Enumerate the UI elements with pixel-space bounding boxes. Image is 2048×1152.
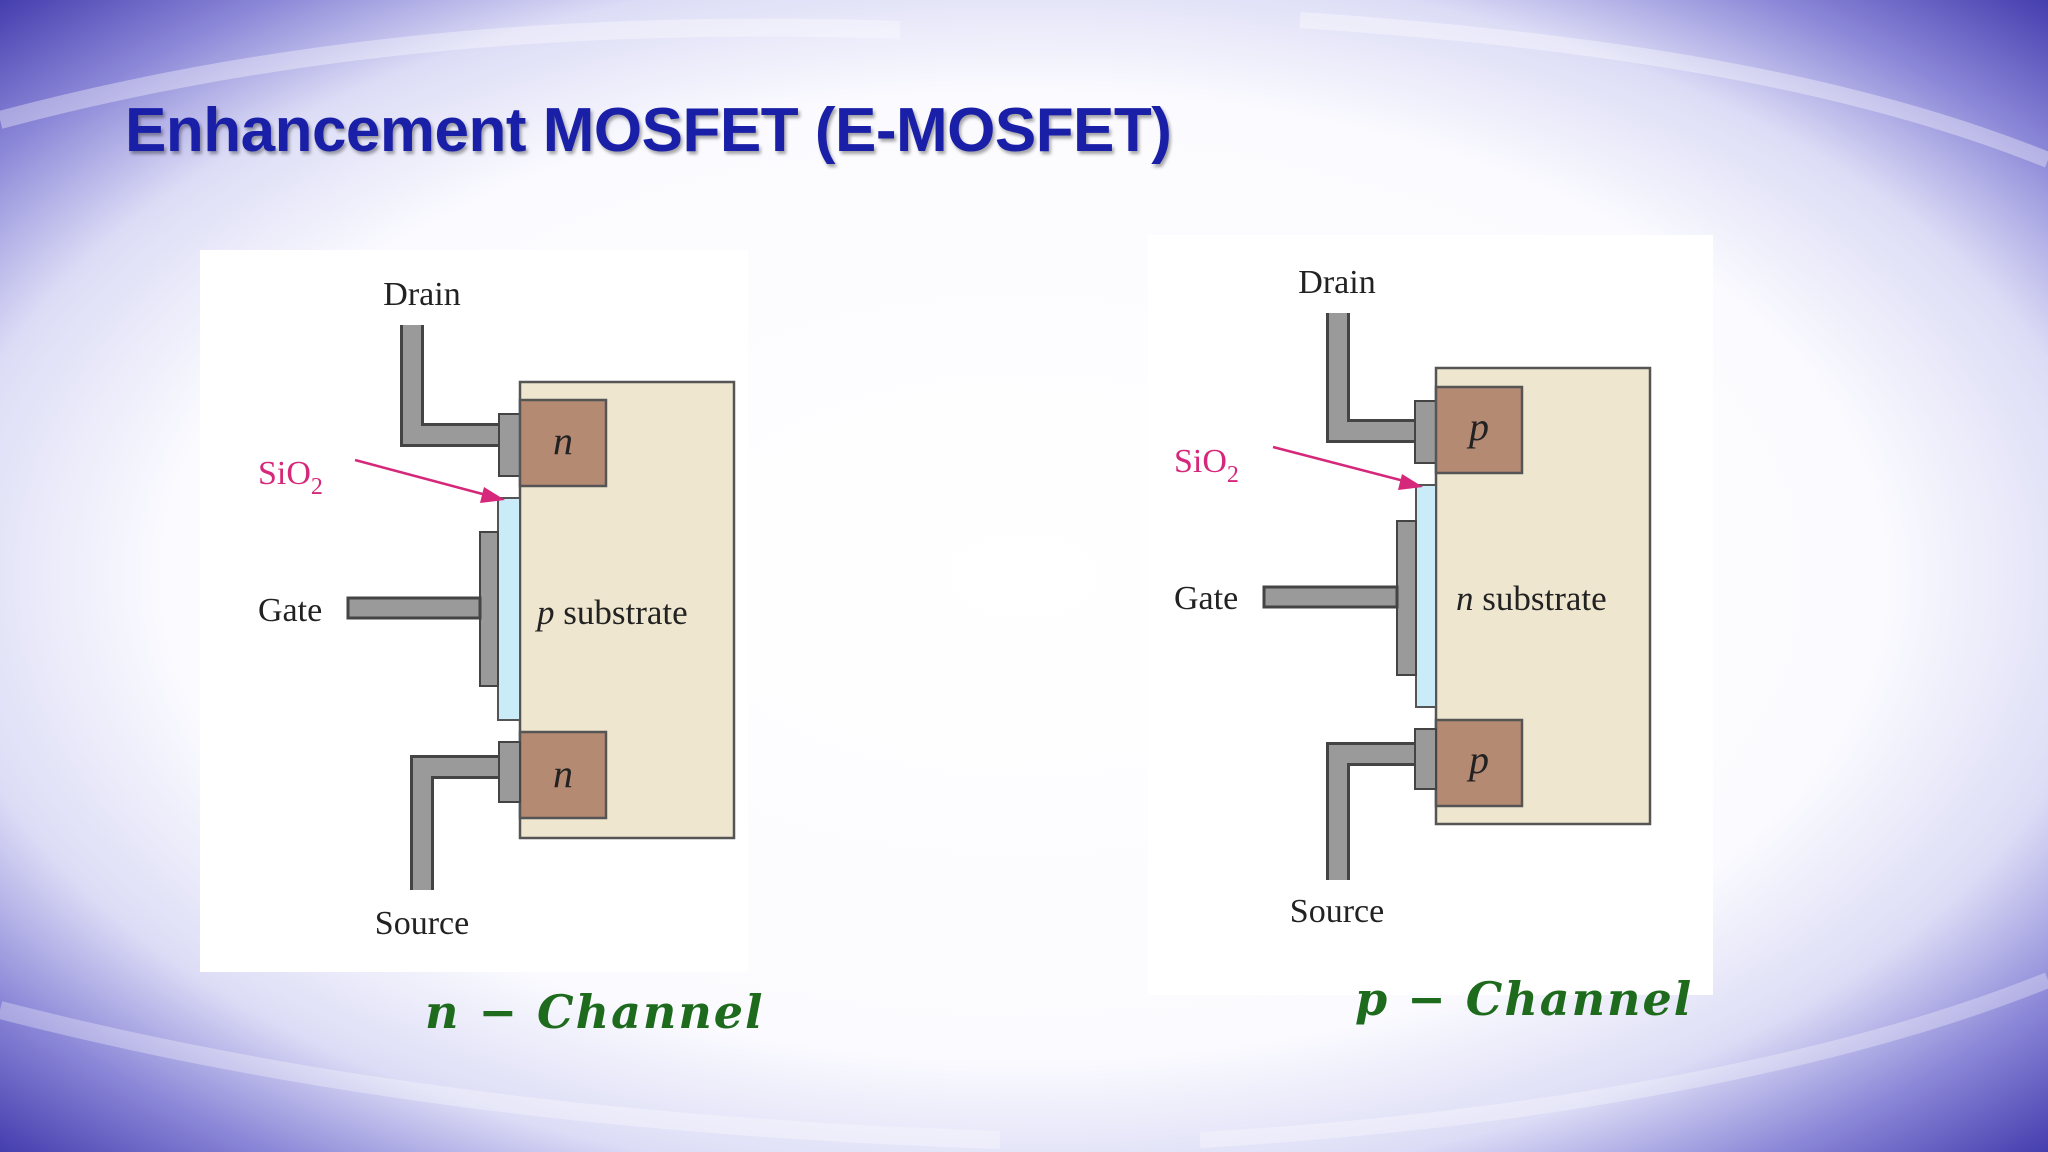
sio2-layer [497,497,521,721]
source-label: Source [375,905,469,942]
gate-metal [479,531,499,687]
drain-terminal [1326,313,1417,443]
sio2-layer [1415,484,1437,708]
source-terminal [410,755,501,890]
substrate-label: n substrate [1456,579,1607,618]
n-channel-caption: n − Channel [425,985,765,1039]
p-channel-diagram: Drain Source Gate SiO2 p p n substrate [1148,235,1713,995]
substrate-label: p substrate [534,593,688,632]
bottom-region-label: p [1466,737,1489,782]
sio2-arrowhead [1398,474,1423,490]
sio2-label: SiO2 [1174,443,1239,488]
n-channel-diagram-svg: Drain Source Gate SiO2 n n p substrate [258,276,736,942]
p-channel-diagram-svg: Drain Source Gate SiO2 p p n substrate [1174,264,1652,930]
drain-terminal [400,325,501,447]
source-contact [1414,728,1437,790]
source-contact [498,741,521,803]
sio2-arrowhead [480,487,505,503]
gate-terminal [1262,585,1399,609]
sio2-label: SiO2 [258,455,323,500]
gate-terminal [346,596,482,620]
top-region-label: n [553,418,573,463]
bottom-doped-region [518,730,608,820]
gate-metal [1396,520,1417,676]
sio2-arrow [1272,445,1409,484]
bottom-doped-region [1434,718,1524,808]
sio2-arrow [354,458,491,498]
top-doped-region [518,398,608,488]
top-region-label: p [1466,404,1489,449]
gate-label: Gate [1174,580,1238,617]
drain-contact [498,413,521,477]
n-channel-diagram: Drain Source Gate SiO2 n n p substrate [200,250,748,972]
source-terminal [1326,742,1417,880]
drain-label: Drain [1298,264,1375,301]
gate-label: Gate [258,592,322,629]
drain-label: Drain [383,276,460,313]
source-label: Source [1290,893,1384,930]
drain-contact [1414,400,1437,464]
p-channel-caption: p − Channel [1355,972,1694,1026]
bottom-region-label: n [553,751,573,796]
slide-title: Enhancement MOSFET (E-MOSFET) [125,96,1172,165]
top-doped-region [1434,385,1524,475]
